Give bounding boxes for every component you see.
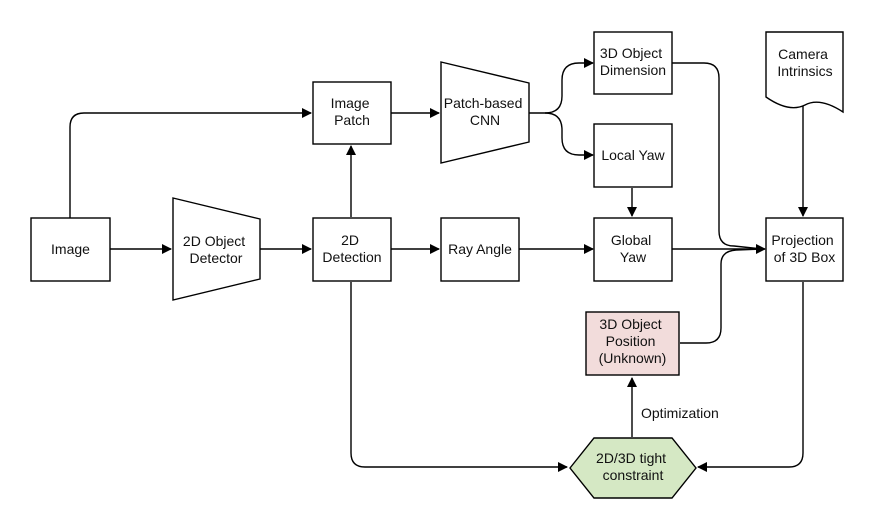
node-2d-detection-line-2: Detection <box>322 249 381 265</box>
node-constraint-line-1: 2D/3D tight <box>596 450 666 466</box>
edges <box>69 58 808 472</box>
svg-text:3D Object Position: 3D Object Position (Unknown) <box>599 316 667 366</box>
node-projection-line-2: of 3D Box <box>774 249 835 265</box>
edge-detection-to-constraint <box>350 282 568 472</box>
node-3d-object-position-line-1: 3D Object <box>599 316 661 332</box>
node-patch-based-cnn-line-1: Patch-based <box>444 95 523 111</box>
node-camera-intrinsics-line-2: Intrinsics <box>777 63 832 79</box>
node-global-yaw-line-2: Yaw <box>620 249 647 265</box>
node-2d-detection: 2D Detection <box>312 217 392 282</box>
node-projection-line-1: Projection <box>771 232 833 248</box>
node-constraint-line-2: constraint <box>603 467 664 483</box>
node-2d-detection-line-1: 2D <box>341 232 359 248</box>
svg-text:2D Object Detector: 2D Object Detector <box>183 233 249 266</box>
node-2d-3d-tight-constraint: 2D/3D tight constraint <box>569 437 697 499</box>
node-3d-object-position-line-3: (Unknown) <box>599 350 667 366</box>
svg-text:Patch-based CNN: Patch-based CNN <box>444 95 527 128</box>
node-patch-based-cnn-line-2: CNN <box>470 112 500 128</box>
node-image: Image <box>30 217 111 282</box>
node-camera-intrinsics-line-1: Camera <box>778 46 828 62</box>
svg-text:3D Object Dimension: 3D Object Dimension <box>600 45 666 78</box>
node-image-patch-line-1: Image <box>331 95 370 111</box>
node-2d-object-detector-line-2: Detector <box>190 250 243 266</box>
node-global-yaw-line-1: Global <box>611 232 651 248</box>
node-image-patch-line-2: Patch <box>334 112 370 128</box>
node-3d-object-position: 3D Object Position (Unknown) <box>585 311 680 376</box>
node-projection-of-3d-box: Projection of 3D Box <box>765 217 844 282</box>
node-2d-object-detector-line-1: 2D Object <box>183 233 245 249</box>
node-3d-object-dimension: 3D Object Dimension <box>593 31 673 95</box>
node-ray-angle-label: Ray Angle <box>448 241 512 257</box>
svg-text:Projection of 3D Box: Projection of 3D Box <box>771 232 837 265</box>
edge-dimension-to-projection <box>672 62 763 250</box>
node-camera-intrinsics: Camera Intrinsics <box>765 31 844 114</box>
svg-text:Camera Intrinsics: Camera Intrinsics <box>777 46 832 79</box>
edge-image-to-patch <box>69 108 312 218</box>
svg-text:2D Detection: 2D Detection <box>322 232 381 265</box>
node-patch-based-cnn: Patch-based CNN <box>440 61 530 164</box>
node-3d-object-position-line-2: Position <box>606 333 656 349</box>
node-local-yaw: Local Yaw <box>593 123 673 188</box>
edge-projection-to-constraint <box>697 282 804 472</box>
edge-cnn-to-local-yaw <box>544 112 594 160</box>
node-ray-angle: Ray Angle <box>440 217 520 282</box>
svg-text:Image Patch: Image Patch <box>331 95 374 128</box>
node-local-yaw-label: Local Yaw <box>601 147 665 163</box>
node-image-patch: Image Patch <box>312 81 392 145</box>
svg-text:Global Yaw: Global Yaw <box>611 232 655 265</box>
edge-label-optimization: Optimization <box>641 405 719 421</box>
node-3d-object-dimension-line-1: 3D Object <box>600 45 662 61</box>
node-image-label: Image <box>51 241 90 257</box>
svg-text:2D/3D tight constraint: 2D/3D tight constraint <box>596 450 670 483</box>
node-2d-object-detector: 2D Object Detector <box>172 197 261 301</box>
edge-position-to-projection <box>680 248 763 344</box>
node-global-yaw: Global Yaw <box>593 217 673 282</box>
edge-cnn-to-dimension <box>529 58 594 114</box>
node-3d-object-dimension-line-2: Dimension <box>600 62 666 78</box>
